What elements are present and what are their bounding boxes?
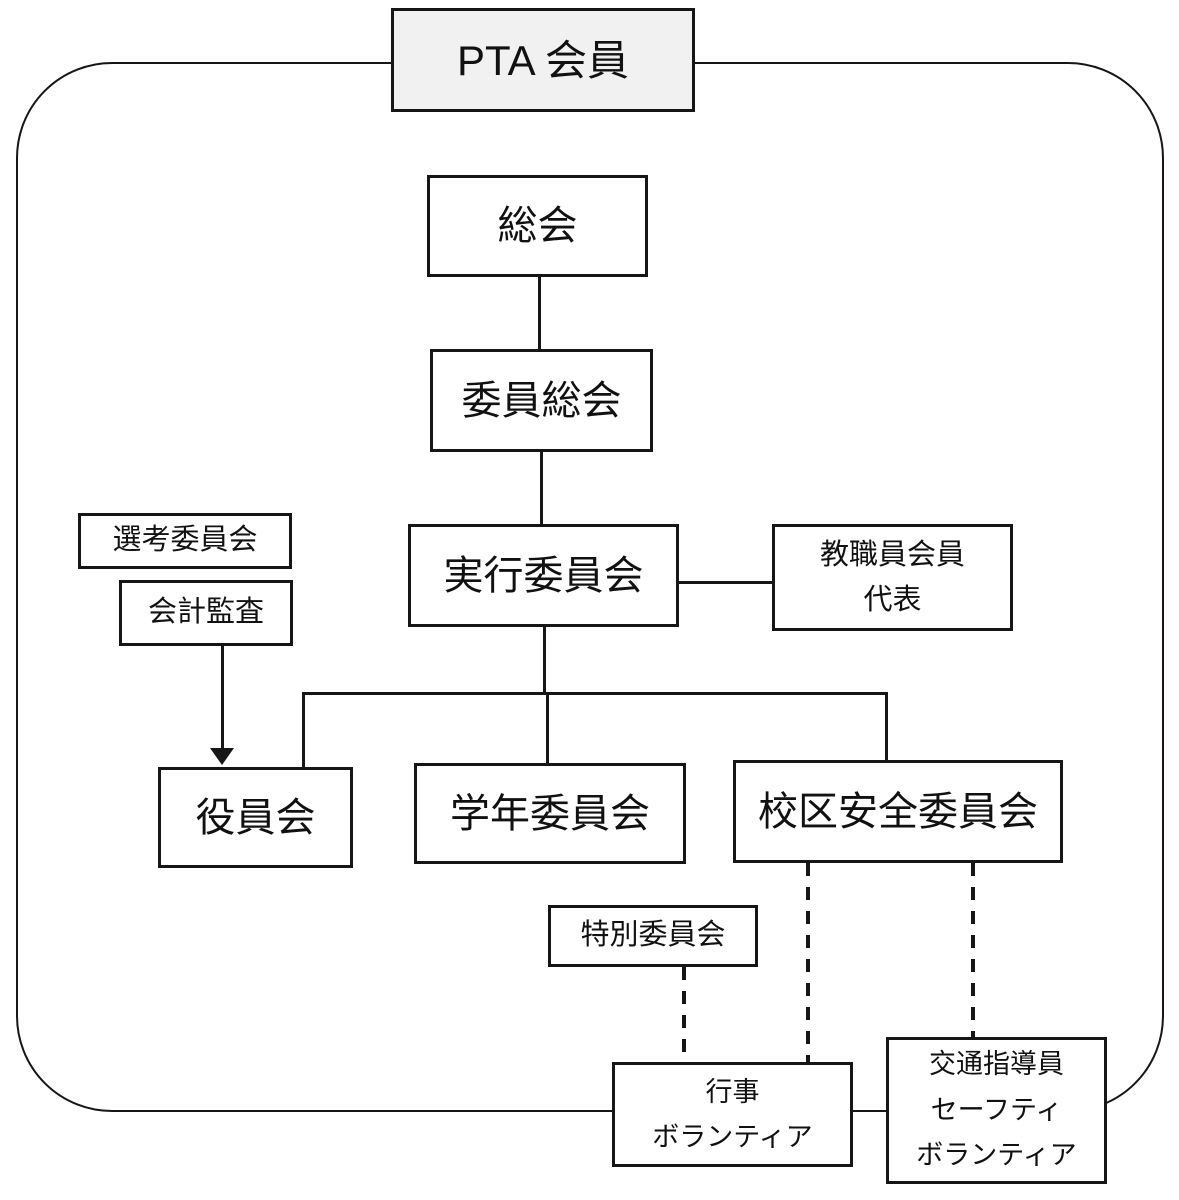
node-traffic-safety-volunteers-line2: セーフティ (930, 1094, 1063, 1125)
node-pta-members: PTA 会員 (391, 8, 695, 112)
node-general-assembly-label: 総会 (497, 204, 578, 248)
node-board-of-officers: 役員会 (158, 767, 353, 868)
node-selection-committee-label: 選考委員会 (112, 524, 258, 557)
node-general-assembly: 総会 (427, 175, 648, 277)
connector-iinsoukai-jikkou (540, 451, 543, 525)
node-board-of-officers-label: 役員会 (195, 795, 316, 840)
node-special-committee-label: 特別委員会 (580, 919, 726, 952)
node-traffic-safety-volunteers-line1: 交通指導員 (929, 1048, 1064, 1079)
dashed-connector-tokubetsu-gyouji (682, 967, 686, 1062)
node-district-safety-committee-label: 校区安全委員会 (758, 789, 1038, 834)
connector-jikkou-kyoshokuin (678, 581, 773, 584)
node-grade-committee: 学年委員会 (414, 763, 686, 864)
node-faculty-representatives-line2: 代表 (863, 583, 922, 616)
node-accounting-audit-label: 会計監査 (147, 596, 264, 629)
node-event-volunteers-line2: ボランティア (652, 1121, 813, 1152)
node-event-volunteers-line1: 行事 (705, 1076, 760, 1107)
dashed-connector-kouku-koutsu (971, 863, 975, 1037)
arrowhead-down-icon (210, 748, 234, 765)
connector-branch-kouku (885, 692, 888, 761)
node-district-safety-committee: 校区安全委員会 (733, 760, 1063, 863)
node-accounting-audit: 会計監査 (119, 580, 293, 646)
connector-soukai-iinsoukai (538, 277, 541, 350)
connector-kaikei-yakuinkai (221, 646, 224, 750)
connector-branch-yakuinkai (302, 692, 305, 768)
node-special-committee: 特別委員会 (548, 905, 758, 967)
node-traffic-safety-volunteers: 交通指導員 セーフティ ボランティア (886, 1037, 1107, 1184)
node-executive-committee-label: 実行委員会 (443, 553, 644, 598)
connector-branch-horizontal (302, 692, 888, 695)
node-faculty-representatives-line1: 教職員会員 (819, 538, 965, 571)
node-traffic-safety-volunteers-line3: ボランティア (916, 1140, 1077, 1171)
dashed-connector-kouku-gyouji (806, 863, 810, 1062)
node-pta-members-label: PTA 会員 (457, 36, 629, 84)
node-faculty-representatives: 教職員会員 代表 (772, 524, 1013, 631)
node-selection-committee: 選考委員会 (78, 513, 292, 569)
connector-branch-gakunen (546, 692, 549, 764)
node-event-volunteers: 行事 ボランティア (612, 1062, 853, 1167)
node-executive-committee: 実行委員会 (408, 524, 679, 627)
node-grade-committee-label: 学年委員会 (450, 791, 650, 836)
connector-jikkou-branch (543, 626, 546, 693)
node-committee-assembly-label: 委員総会 (461, 378, 622, 423)
node-committee-assembly: 委員総会 (430, 349, 653, 452)
